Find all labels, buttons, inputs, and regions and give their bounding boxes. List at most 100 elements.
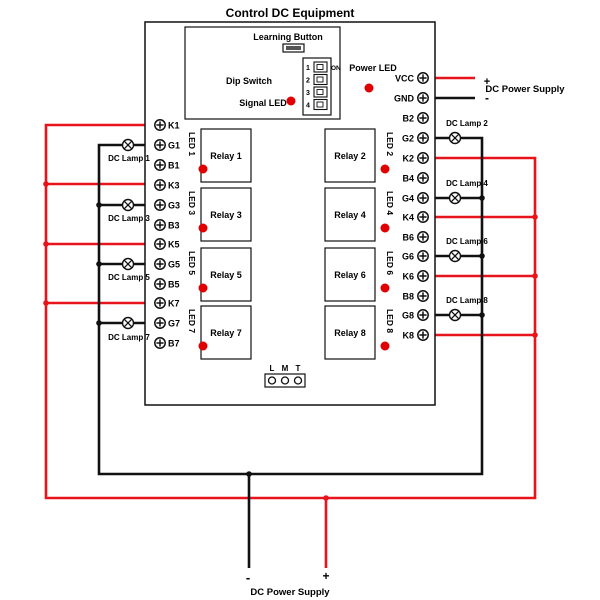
junction-dot — [96, 261, 102, 267]
terminal-label: B4 — [402, 174, 414, 184]
junction-dot — [96, 202, 102, 208]
terminal-g2[interactable]: G2 — [402, 132, 429, 144]
led-8-indicator — [380, 341, 390, 351]
terminal-b1[interactable]: B1 — [154, 159, 180, 171]
terminal-label: B1 — [168, 161, 180, 171]
terminal-k2[interactable]: K2 — [402, 152, 429, 164]
dc-lamp-4-label: DC Lamp 4 — [446, 179, 488, 188]
dip-switch-slider — [316, 101, 324, 108]
lmt-pin-l[interactable] — [267, 376, 277, 385]
relay-3-body — [200, 187, 252, 242]
terminal-k3[interactable]: K3 — [154, 179, 180, 191]
led-7-label: LED 7 — [187, 309, 197, 333]
terminal-g5[interactable]: G5 — [154, 258, 180, 270]
terminal-g7[interactable]: G7 — [154, 317, 180, 329]
junction-dot — [532, 273, 538, 279]
dc-lamp-5: DC Lamp 5 — [108, 257, 150, 282]
junction-dot — [96, 320, 102, 326]
relay-1: Relay 1 LED 1 — [187, 128, 252, 183]
led-3-label: LED 3 — [187, 191, 197, 215]
terminal-b6[interactable]: B6 — [402, 231, 429, 243]
terminal-vcc[interactable]: VCC — [395, 72, 429, 84]
relay-4-body — [324, 187, 376, 242]
led-4-indicator — [380, 223, 390, 233]
terminal-k8[interactable]: K8 — [402, 329, 429, 341]
terminal-label: K8 — [402, 331, 414, 341]
terminal-b5[interactable]: B5 — [154, 278, 180, 290]
terminal-label: G2 — [402, 134, 414, 144]
dc-lamp-4: DC Lamp 4 — [446, 179, 488, 205]
led-5-indicator — [198, 283, 208, 293]
terminal-g8[interactable]: G8 — [402, 309, 429, 321]
lmt-pin-m[interactable] — [280, 376, 290, 385]
terminal-g6[interactable]: G6 — [402, 250, 429, 262]
terminal-label: B6 — [402, 233, 414, 243]
junction-dot — [532, 332, 538, 338]
terminal-gnd[interactable]: GND — [394, 92, 429, 104]
terminal-label: B8 — [402, 292, 414, 302]
terminal-b4[interactable]: B4 — [402, 172, 429, 184]
relay-8-body — [324, 305, 376, 360]
junction-dot — [479, 312, 485, 318]
led-2-indicator — [380, 164, 390, 174]
relay-1-label: Relay 1 — [210, 151, 242, 161]
relay-2-label: Relay 2 — [334, 151, 366, 161]
dc-lamp-1-label: DC Lamp 1 — [108, 154, 150, 163]
dc-lamp-5-label: DC Lamp 5 — [108, 273, 150, 282]
relay-3: Relay 3 LED 3 — [187, 187, 252, 242]
terminal-k4[interactable]: K4 — [402, 211, 429, 223]
dc-lamps: DC Lamp 1 DC Lamp 2 DC Lamp 3 DC Lamp 4 DC L… — [108, 119, 488, 342]
terminal-k6[interactable]: K6 — [402, 270, 429, 282]
supply-bottom-plus: + — [322, 569, 329, 583]
signal-led — [286, 96, 296, 106]
terminal-g1[interactable]: G1 — [154, 139, 180, 151]
terminal-b7[interactable]: B7 — [154, 337, 180, 349]
terminal-g4[interactable]: G4 — [402, 192, 429, 204]
dc-lamp-8-label: DC Lamp 8 — [446, 296, 488, 305]
led-1-indicator — [198, 164, 208, 174]
dip-number: 3 — [306, 90, 310, 97]
signal-led-label: Signal LED — [239, 98, 287, 108]
led-5-label: LED 5 — [187, 251, 197, 275]
dc-lamp-1: DC Lamp 1 — [108, 138, 150, 163]
junction-dot — [532, 214, 538, 220]
terminal-label: G8 — [402, 311, 414, 321]
positive-bus-wire — [44, 123, 537, 500]
terminal-k1[interactable]: K1 — [154, 119, 180, 131]
supply-right-plus: + — [484, 76, 490, 88]
terminal-label: VCC — [395, 74, 415, 84]
terminal-g3[interactable]: G3 — [154, 199, 180, 211]
terminal-k7[interactable]: K7 — [154, 297, 180, 309]
dip-switch-slider — [316, 64, 324, 70]
terminal-label: G7 — [168, 319, 180, 329]
dc-lamp-2: DC Lamp 2 — [446, 119, 488, 145]
dc-lamp-6-label: DC Lamp 6 — [446, 237, 488, 246]
power-led — [364, 83, 374, 93]
junction-dot — [323, 495, 329, 501]
terminal-label: K3 — [168, 181, 180, 191]
relay-5-body — [200, 247, 252, 302]
led-6-label: LED 6 — [385, 251, 395, 275]
supply-bottom-label: DC Power Supply — [250, 587, 330, 598]
supply-right-minus: - — [485, 91, 489, 105]
terminal-label: K4 — [402, 213, 414, 223]
terminal-b3[interactable]: B3 — [154, 219, 180, 231]
relay-3-label: Relay 3 — [210, 210, 242, 220]
dc-lamp-3: DC Lamp 3 — [108, 198, 150, 223]
junction-dot — [43, 241, 49, 247]
terminal-b8[interactable]: B8 — [402, 290, 429, 302]
dip-switch-label: Dip Switch — [226, 76, 272, 86]
lmt-pin-t[interactable] — [293, 376, 303, 385]
dc-lamp-6: DC Lamp 6 — [446, 237, 488, 263]
negative-bus-wire — [97, 136, 484, 476]
lmt-connector: L M T — [264, 364, 306, 388]
terminal-k5[interactable]: K5 — [154, 238, 180, 250]
led-1-label: LED 1 — [187, 132, 197, 156]
terminal-b2[interactable]: B2 — [402, 112, 429, 124]
